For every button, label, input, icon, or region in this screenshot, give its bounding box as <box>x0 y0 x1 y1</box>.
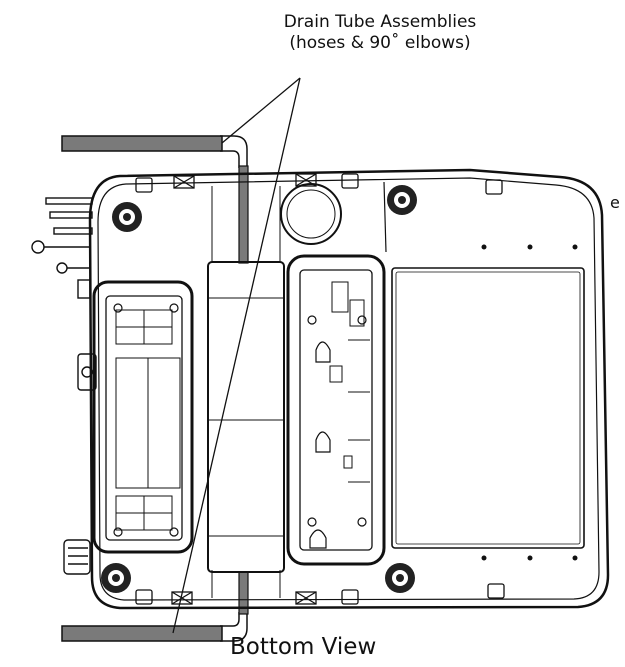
unit-housing <box>88 168 610 610</box>
side-latch <box>77 353 97 391</box>
base-plate <box>391 267 585 549</box>
rim-clips <box>135 173 505 605</box>
callout-leaders <box>172 77 301 634</box>
connector <box>63 539 91 575</box>
foot-bottom-right <box>385 563 415 593</box>
left-fittings <box>31 197 93 299</box>
left-access-panel <box>92 280 194 554</box>
center-access-panel <box>286 254 386 566</box>
view-caption: Bottom View <box>230 634 377 660</box>
callout-line-2: (hoses & 90˚ elbows) <box>289 33 471 54</box>
drain-port <box>280 183 342 245</box>
callout-label: Drain Tube Assemblies (hoses & 90˚ elbow… <box>240 12 520 55</box>
edge-text-fragment: e <box>610 193 620 212</box>
foot-bottom-left <box>101 563 131 593</box>
drain-tube-top <box>61 135 249 264</box>
center-housing <box>207 261 285 573</box>
foot-top-right <box>387 185 417 215</box>
callout-line-1: Drain Tube Assemblies <box>283 12 477 32</box>
foot-top-left <box>112 202 142 232</box>
drain-tube-bottom <box>61 571 249 642</box>
mounting-dots <box>481 244 578 561</box>
